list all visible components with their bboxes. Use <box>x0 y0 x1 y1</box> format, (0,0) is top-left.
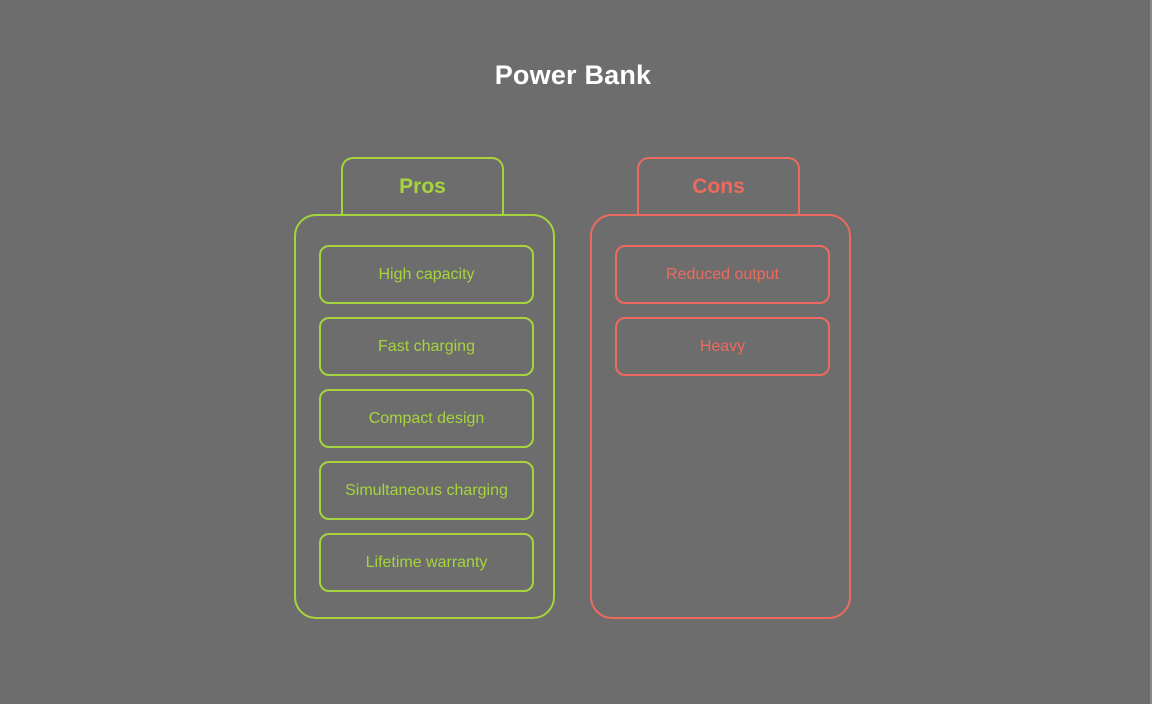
pros-item-fast-charging: Fast charging <box>319 317 534 376</box>
pros-item-lifetime-warranty: Lifetime warranty <box>319 533 534 592</box>
cons-panel: Reduced output Heavy <box>590 214 851 619</box>
pros-panel: High capacity Fast charging Compact desi… <box>294 214 555 619</box>
cons-heading: Cons <box>637 157 800 215</box>
cons-item-heavy: Heavy <box>615 317 830 376</box>
diagram-title: Power Bank <box>494 60 652 90</box>
pros-heading: Pros <box>341 157 504 215</box>
cons-item-reduced-output: Reduced output <box>615 245 830 304</box>
pros-item-high-capacity: High capacity <box>319 245 534 304</box>
pros-column: Pros High capacity Fast charging Compact… <box>294 157 555 619</box>
cons-column: Cons Reduced output Heavy <box>590 157 851 619</box>
right-edge-divider <box>1150 0 1152 704</box>
pros-item-compact-design: Compact design <box>319 389 534 448</box>
pros-item-simultaneous-charging: Simultaneous charging <box>319 461 534 520</box>
